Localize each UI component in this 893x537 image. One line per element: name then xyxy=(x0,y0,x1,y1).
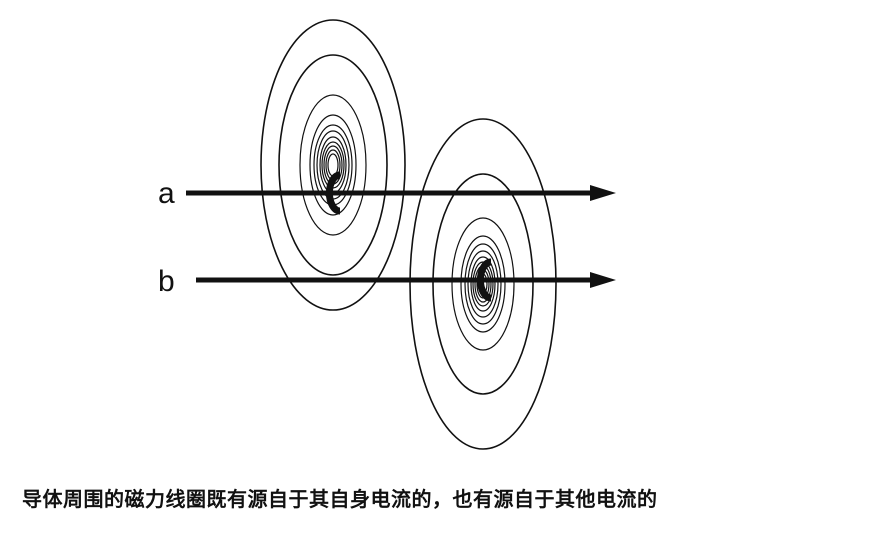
field-ring xyxy=(467,250,499,318)
field-ring xyxy=(460,235,506,333)
figure-caption: 导体周围的磁力线圈既有源自于其自身电流的，也有源自于其他电流的 xyxy=(22,487,658,511)
field-ring xyxy=(464,243,502,325)
field-ring xyxy=(260,19,406,311)
wire-a-label: a xyxy=(158,177,175,210)
field-ring xyxy=(432,173,534,395)
field-ring xyxy=(472,261,494,307)
wire-b-label: b xyxy=(158,265,175,298)
field-ring xyxy=(278,54,388,276)
field-ring xyxy=(309,114,357,216)
field-ring xyxy=(409,118,557,450)
field-ring xyxy=(299,94,367,236)
field-ring xyxy=(451,217,515,351)
field-rings-conductor-b xyxy=(409,118,557,450)
field-ring xyxy=(470,256,496,312)
field-rings-conductor-a xyxy=(260,19,406,311)
